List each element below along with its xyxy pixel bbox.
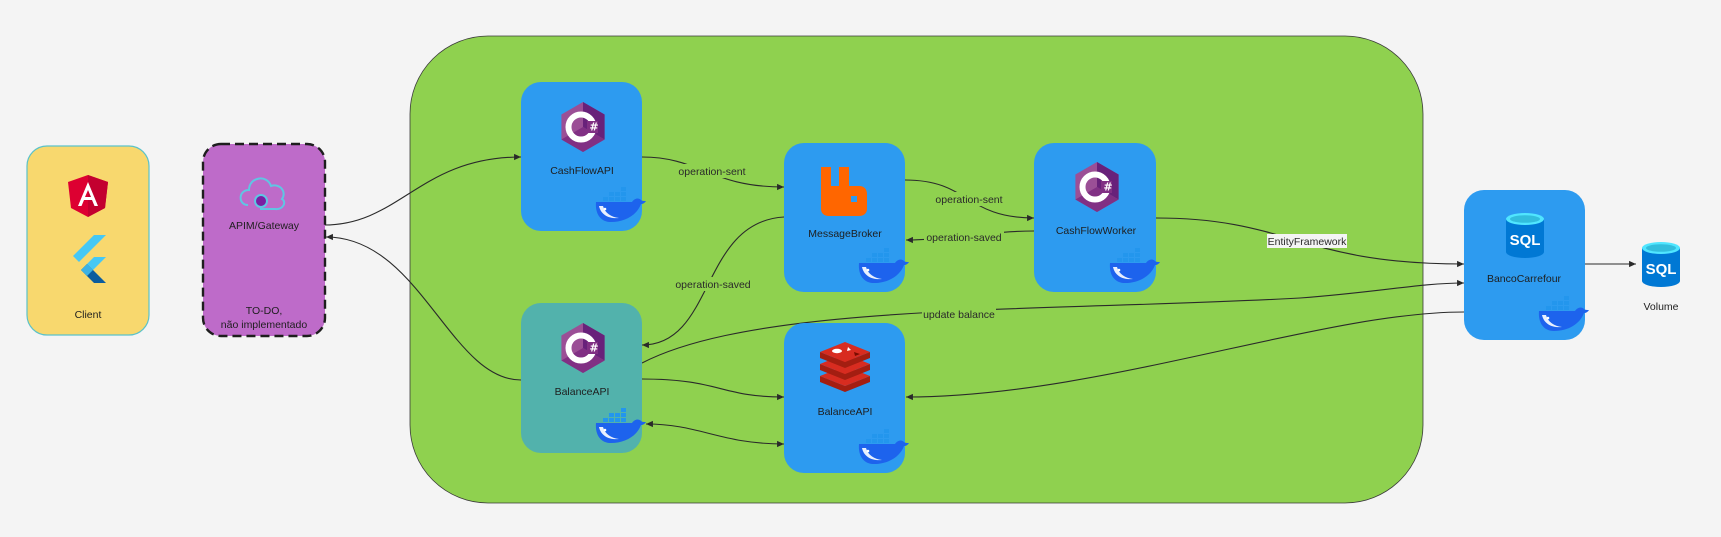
edge-gateway-cashflowapi bbox=[323, 153, 522, 226]
edge-balanceapi-redis bbox=[641, 378, 785, 401]
cashflow-api-node[interactable]: CashFlowAPI bbox=[521, 82, 646, 231]
label-operation-saved-2: operation-saved bbox=[675, 279, 750, 291]
redis-icon bbox=[820, 342, 870, 392]
connections bbox=[323, 153, 1636, 448]
edge-balanceapi-db bbox=[641, 279, 1465, 364]
cashflow-api-label: CashFlowAPI bbox=[550, 165, 614, 177]
message-broker-node[interactable]: MessageBroker bbox=[784, 143, 909, 292]
angular-icon bbox=[68, 175, 108, 217]
services-cluster bbox=[409, 35, 1424, 504]
balance-api-label: BalanceAPI bbox=[555, 386, 610, 398]
message-broker-label: MessageBroker bbox=[808, 228, 882, 240]
balance-cache-node[interactable]: BalanceAPI bbox=[784, 323, 909, 473]
database-label: BancoCarrefour bbox=[1487, 273, 1562, 285]
gateway-node[interactable]: APIM/Gateway TO-DO, não implementado bbox=[201, 142, 327, 338]
cashflow-worker-label: CashFlowWorker bbox=[1056, 225, 1137, 237]
client-node[interactable]: Client bbox=[26, 145, 150, 336]
gateway-note-line2: não implementado bbox=[221, 319, 308, 331]
cashflow-worker-node[interactable]: CashFlowWorker bbox=[1034, 143, 1160, 292]
gateway-note-line1: TO-DO, bbox=[246, 305, 283, 317]
gateway-label: APIM/Gateway bbox=[229, 220, 300, 232]
rabbitmq-icon bbox=[821, 167, 867, 216]
label-operation-saved-1: operation-saved bbox=[926, 232, 1001, 244]
edge-balanceapi-gateway bbox=[325, 233, 522, 381]
volume-node[interactable]: SQL Volume bbox=[1642, 242, 1680, 313]
cloud-api-icon bbox=[239, 177, 286, 211]
label-operation-sent-1: operation-sent bbox=[678, 166, 745, 178]
edge-labels: operation-sent operation-sent operation-… bbox=[673, 164, 1347, 321]
edge-balanceapi-redis-bidirectional bbox=[645, 420, 785, 448]
label-update-balance: update balance bbox=[923, 309, 995, 321]
flutter-icon bbox=[73, 235, 106, 283]
label-operation-sent-2: operation-sent bbox=[935, 194, 1002, 206]
database-node[interactable]: SQL BancoCarrefour bbox=[1464, 190, 1589, 340]
label-entity-framework: EntityFramework bbox=[1268, 236, 1348, 248]
balance-cache-label: BalanceAPI bbox=[818, 406, 873, 418]
volume-icon-text: SQL bbox=[1646, 261, 1677, 278]
database-icon-text: SQL bbox=[1510, 232, 1541, 249]
client-label: Client bbox=[75, 309, 102, 321]
balance-api-node[interactable]: BalanceAPI bbox=[521, 303, 646, 453]
volume-label: Volume bbox=[1643, 301, 1678, 313]
edge-db-redis bbox=[905, 311, 1465, 401]
